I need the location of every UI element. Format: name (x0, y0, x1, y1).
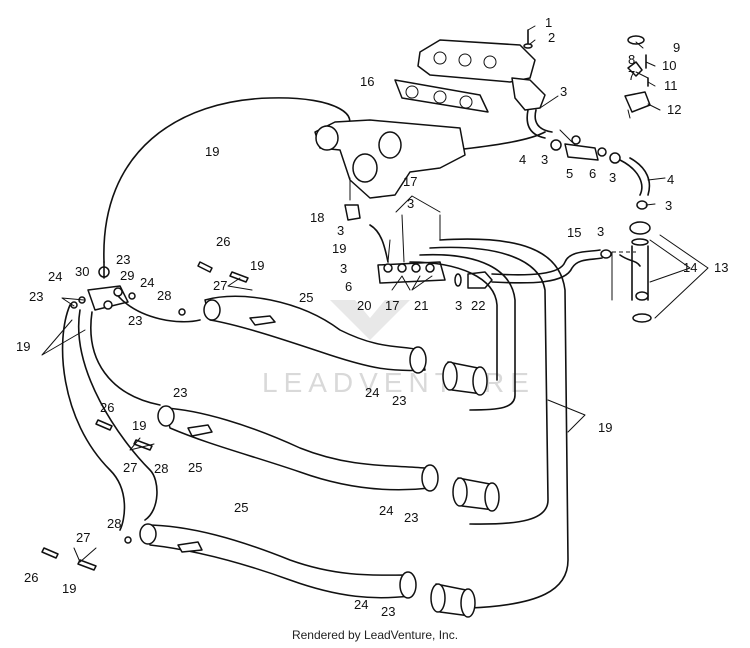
callout-27-mid: 27 (123, 460, 137, 475)
clamp-3-right (600, 249, 612, 259)
callout-20: 20 (357, 298, 371, 313)
callout-24-e: 24 (354, 597, 368, 612)
hose-15-inner (491, 257, 603, 284)
callout-25-top: 25 (299, 290, 313, 305)
callout-9: 9 (673, 40, 680, 55)
callout-24-a: 24 (48, 269, 62, 284)
valve-assembly-8-12 (624, 35, 651, 119)
callout-16: 16 (360, 74, 374, 89)
callout-3i: 3 (455, 298, 462, 313)
callout-13: 13 (714, 260, 728, 275)
thru-hull-13-14 (611, 221, 652, 323)
callout-8: 8 (628, 52, 635, 67)
callout-23-e: 23 (173, 385, 187, 400)
callout-23-b: 23 (29, 289, 43, 304)
fitting-5 (564, 143, 599, 161)
callout-1: 1 (545, 15, 552, 30)
callout-17b: 17 (385, 298, 399, 313)
callout-3g: 3 (337, 223, 344, 238)
callout-19-top: 19 (205, 144, 219, 159)
callout-17: 17 (403, 174, 417, 189)
exhaust-pipe-top (203, 295, 488, 396)
callout-10: 10 (662, 58, 676, 73)
credit-line: Rendered by LeadVenture, Inc. (291, 628, 459, 642)
hose-19-left-mid (90, 311, 161, 406)
callout-7: 7 (628, 68, 635, 83)
callout-6: 6 (589, 166, 596, 181)
callout-6b: 6 (345, 279, 352, 294)
callout-23-c: 23 (128, 313, 142, 328)
water-line-right (550, 135, 651, 210)
callout-21: 21 (414, 298, 428, 313)
callout-26-top: 26 (216, 234, 230, 249)
washer-2 (523, 43, 533, 49)
hose-19-center (369, 224, 389, 263)
callout-22: 22 (471, 298, 485, 313)
callout-2: 2 (548, 30, 555, 45)
callout-3e: 3 (597, 224, 604, 239)
callout-14: 14 (683, 260, 697, 275)
callout-19-center: 19 (332, 241, 346, 256)
exhaust-pipe-bottom (139, 523, 476, 618)
callout-23-a: 23 (116, 252, 130, 267)
hose-bundle-right (409, 238, 569, 609)
callout-19-mid-left: 19 (132, 418, 146, 433)
exhaust-pipe-middle (157, 405, 500, 512)
callout-5: 5 (566, 166, 573, 181)
callout-23-g: 23 (381, 604, 395, 619)
exhaust-manifold (314, 119, 466, 201)
fitting-block (377, 214, 446, 284)
callout-25-bot: 25 (234, 500, 248, 515)
fasteners-left (41, 261, 249, 571)
callout-26-bot: 26 (24, 570, 38, 585)
distribution-block-left (70, 261, 136, 311)
callout-28-top: 28 (157, 288, 171, 303)
callout-12: 12 (667, 102, 681, 117)
callout-23-d: 23 (392, 393, 406, 408)
hose-23-left (117, 295, 201, 323)
callout-15: 15 (567, 225, 581, 240)
callout-3f: 3 (407, 196, 414, 211)
callout-18: 18 (310, 210, 324, 225)
callout-3h: 3 (340, 261, 347, 276)
hose-15 (491, 249, 601, 276)
callout-28-mid: 28 (154, 461, 168, 476)
callout-25-mid: 25 (188, 460, 202, 475)
gasket-16 (394, 79, 489, 113)
callout-26-mid: 26 (100, 400, 114, 415)
callout-24-c: 24 (365, 385, 379, 400)
callout-29: 29 (120, 268, 134, 283)
callout-30: 30 (75, 264, 89, 279)
callout-19-left: 19 (16, 339, 30, 354)
callout-27-bot: 27 (76, 530, 90, 545)
clamp-3-mid (454, 273, 462, 287)
callout-3b: 3 (541, 152, 548, 167)
callout-19-bot: 19 (62, 581, 76, 596)
hose-19-top (103, 97, 351, 263)
callout-3d: 3 (665, 198, 672, 213)
callout-23-f: 23 (404, 510, 418, 525)
bracket-18 (344, 204, 361, 221)
hose-19-left-inner (61, 304, 126, 531)
hose-manifold-right (454, 131, 546, 151)
callout-27-top: 27 (213, 278, 227, 293)
callout-4: 4 (519, 152, 526, 167)
callout-28-bot: 28 (107, 516, 121, 531)
callout-numbers: 1 2 3 4 3 5 6 3 4 8 9 10 7 11 12 3 13 14… (16, 15, 728, 619)
callout-3c: 3 (609, 170, 616, 185)
callout-3: 3 (560, 84, 567, 99)
callout-24-b: 24 (140, 275, 154, 290)
callout-24-d: 24 (379, 503, 393, 518)
leader-lines (41, 25, 709, 563)
callout-19-mid: 19 (250, 258, 264, 273)
callout-4b: 4 (667, 172, 674, 187)
callout-11: 11 (664, 78, 678, 93)
callout-19-right: 19 (598, 420, 612, 435)
hose-19-left-outer (77, 309, 158, 521)
